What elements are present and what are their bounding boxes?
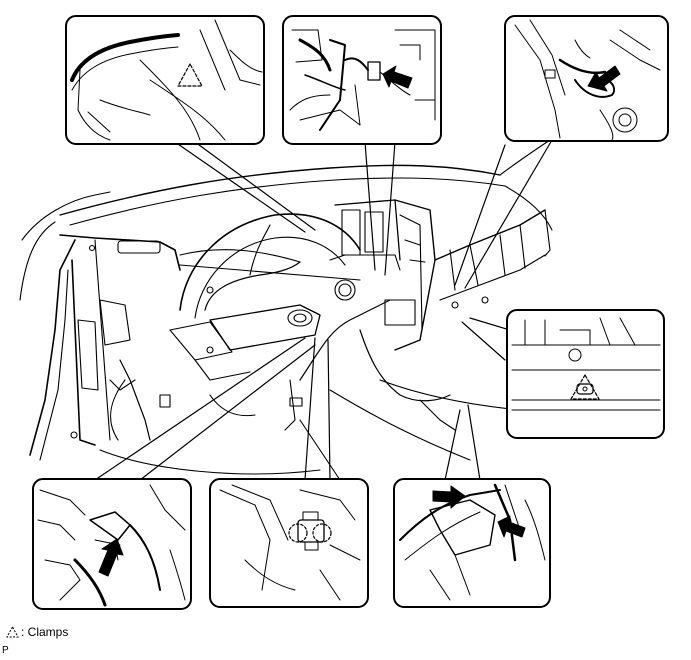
legend-label: : Clamps	[21, 625, 69, 639]
clamp-triangle-icon	[6, 626, 19, 638]
clamp-triangle-icon	[570, 374, 600, 400]
detail-panel-bottom-center	[209, 478, 369, 608]
figure-code: P	[2, 645, 9, 656]
clamp-circle-icon	[288, 523, 332, 543]
detail-panel-top-right	[504, 15, 669, 142]
detail-panel-top-left	[65, 15, 265, 145]
detail-panel-bottom-left	[32, 478, 192, 610]
leader-lines	[94, 139, 553, 481]
pointer-arrow-icon	[497, 515, 526, 538]
pointer-arrow-icon	[432, 485, 466, 509]
clamp-triangle-icon	[177, 63, 203, 87]
detail-panel-right-middle	[506, 309, 665, 439]
pointer-arrow-icon	[382, 65, 413, 89]
pointer-arrow-icon	[98, 538, 124, 577]
main-dashboard-illustration	[19, 139, 553, 501]
legend: : Clamps	[6, 625, 68, 639]
detail-panel-bottom-right	[393, 478, 551, 608]
detail-panel-top-center	[282, 15, 442, 145]
pointer-arrow-icon	[587, 65, 621, 92]
